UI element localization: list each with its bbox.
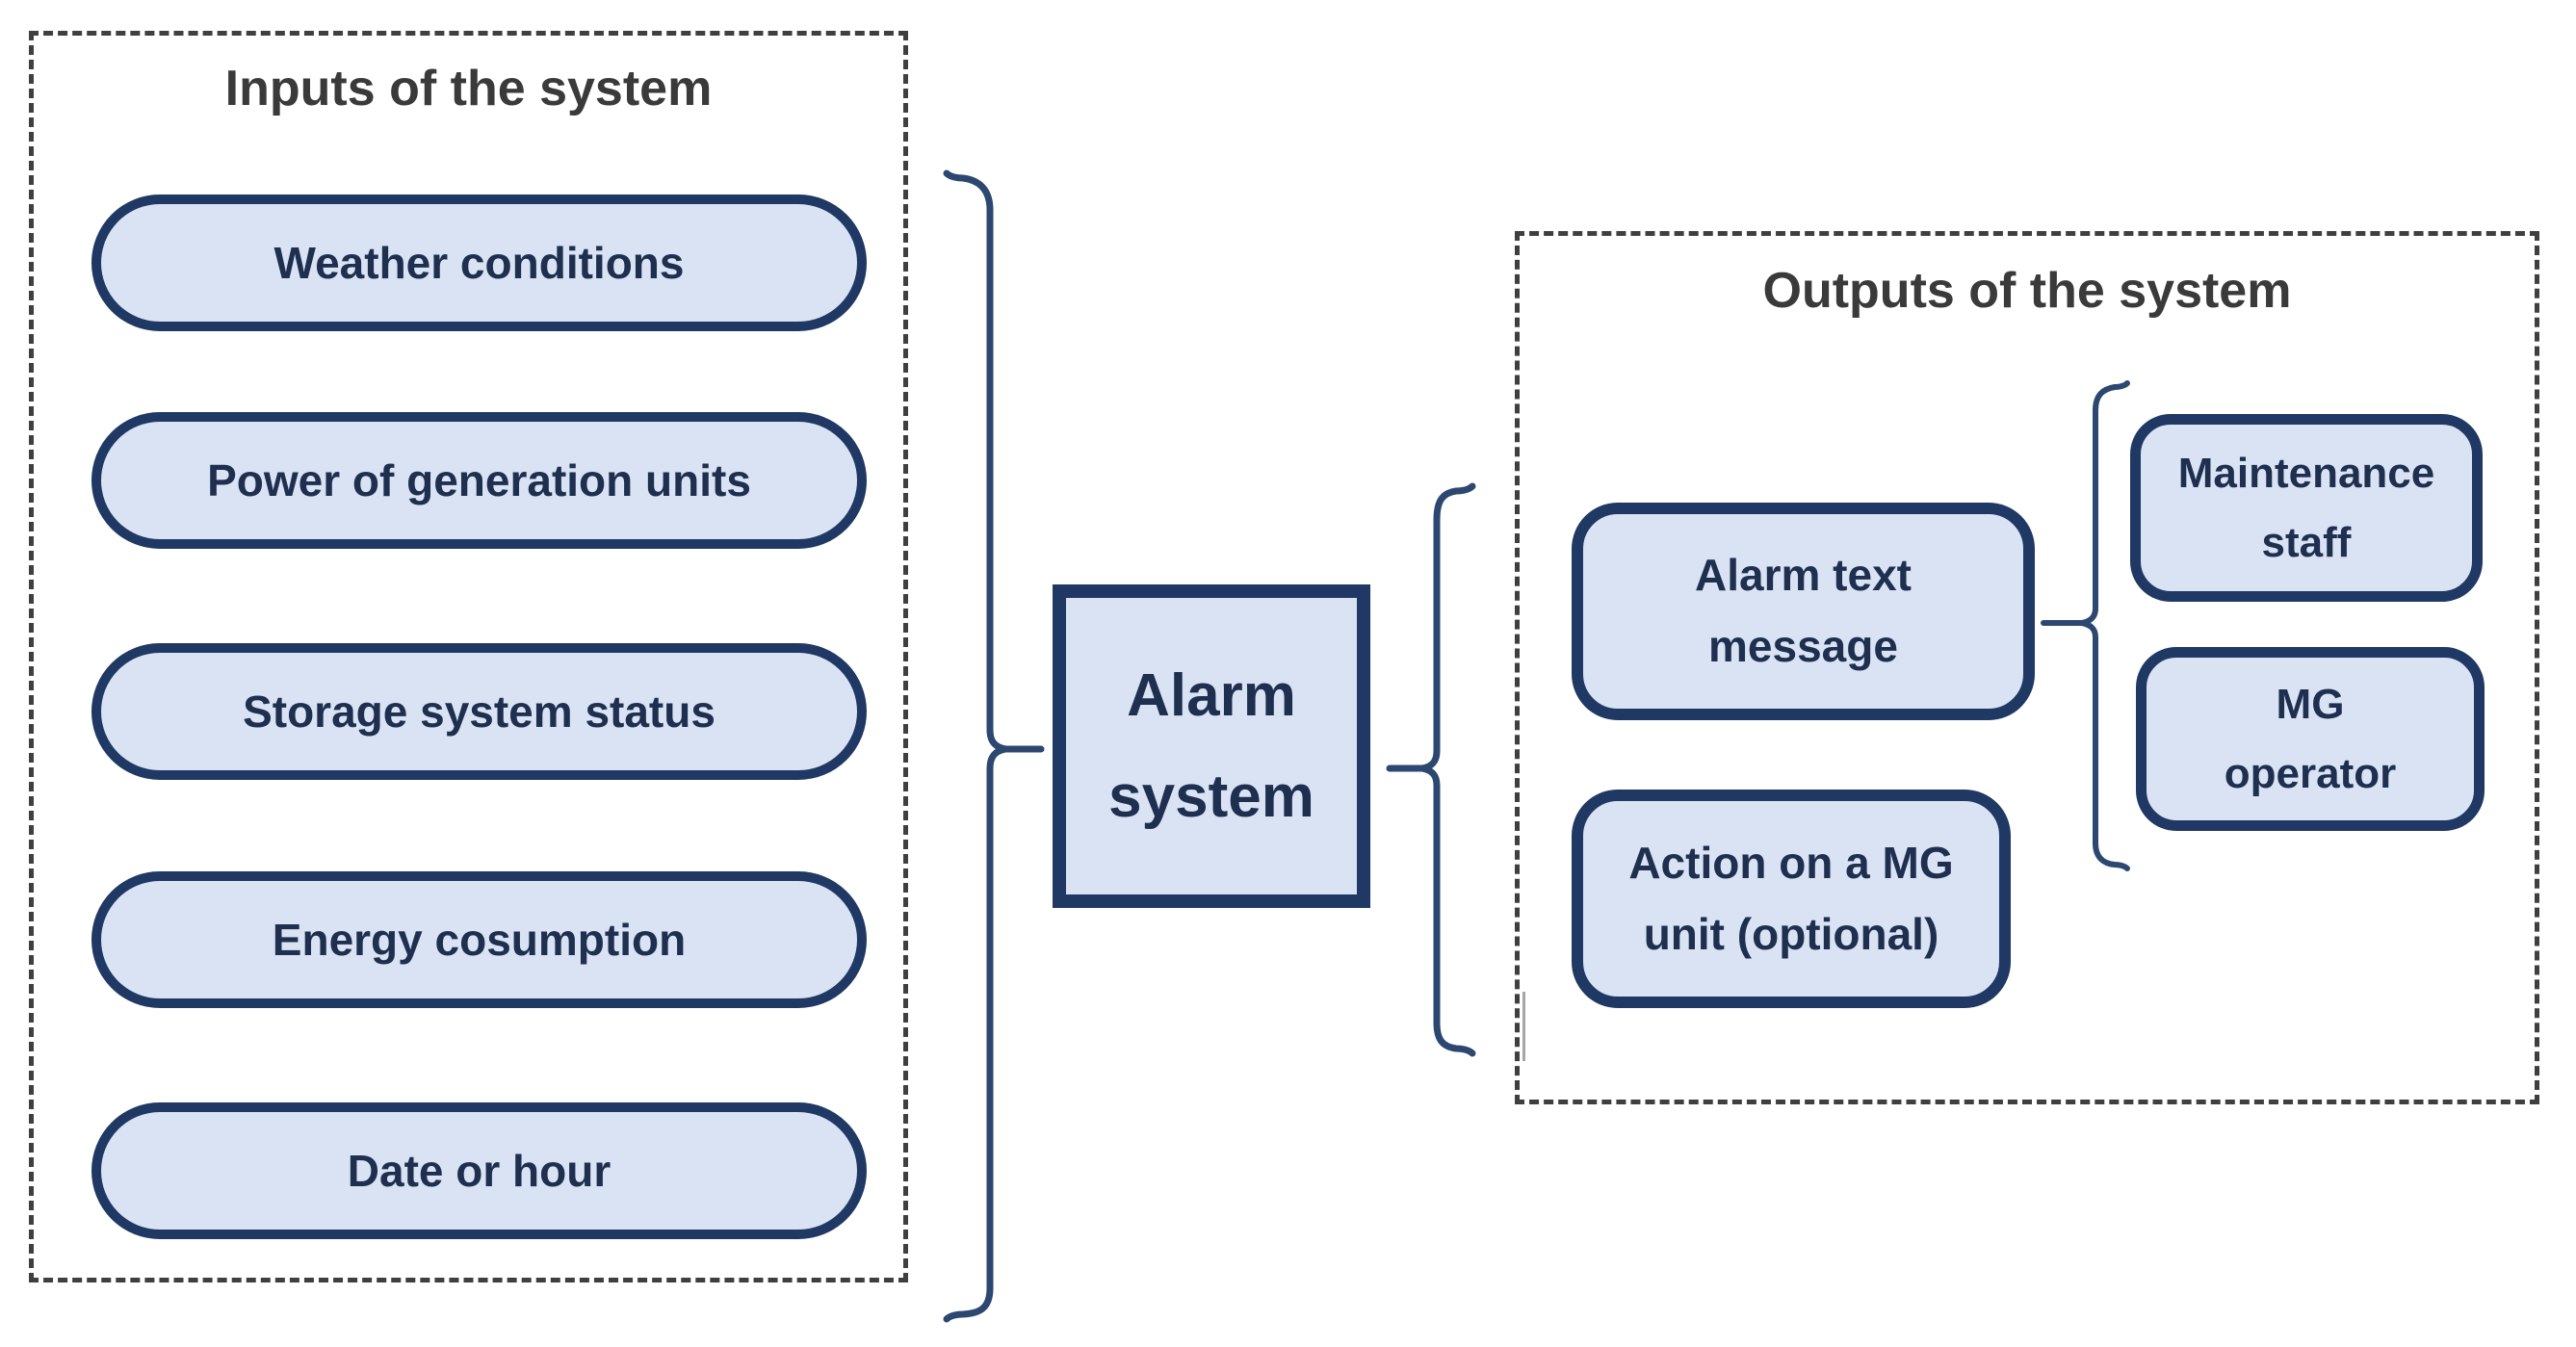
outputs-panel bbox=[1515, 231, 2539, 1104]
input-pill-energy-cosumption: Energy cosumption bbox=[91, 871, 867, 1008]
alarm-system-box: Alarm system bbox=[1053, 584, 1370, 908]
cursor-artifact bbox=[1522, 992, 1525, 1061]
input-pill-weather-conditions: Weather conditions bbox=[91, 194, 867, 331]
outputs-title: Outputs of the system bbox=[1762, 263, 2292, 319]
outputs-brace-icon bbox=[1386, 482, 1476, 1057]
inputs-brace-icon bbox=[943, 169, 1045, 1323]
maintenance-staff-box: Maintenance staff bbox=[2130, 414, 2483, 602]
input-pill-date-or-hour: Date or hour bbox=[91, 1102, 867, 1239]
input-pill-power-of-generation-units: Power of generation units bbox=[91, 412, 867, 549]
input-pill-storage-system-status: Storage system status bbox=[91, 643, 867, 780]
mg-operator-box: MG operator bbox=[2136, 647, 2485, 831]
inputs-panel bbox=[29, 31, 908, 1282]
inputs-title: Inputs of the system bbox=[224, 61, 713, 117]
action-on-mg-unit-box: Action on a MG unit (optional) bbox=[1572, 790, 2011, 1008]
alarm-text-message-box: Alarm text message bbox=[1572, 503, 2035, 720]
